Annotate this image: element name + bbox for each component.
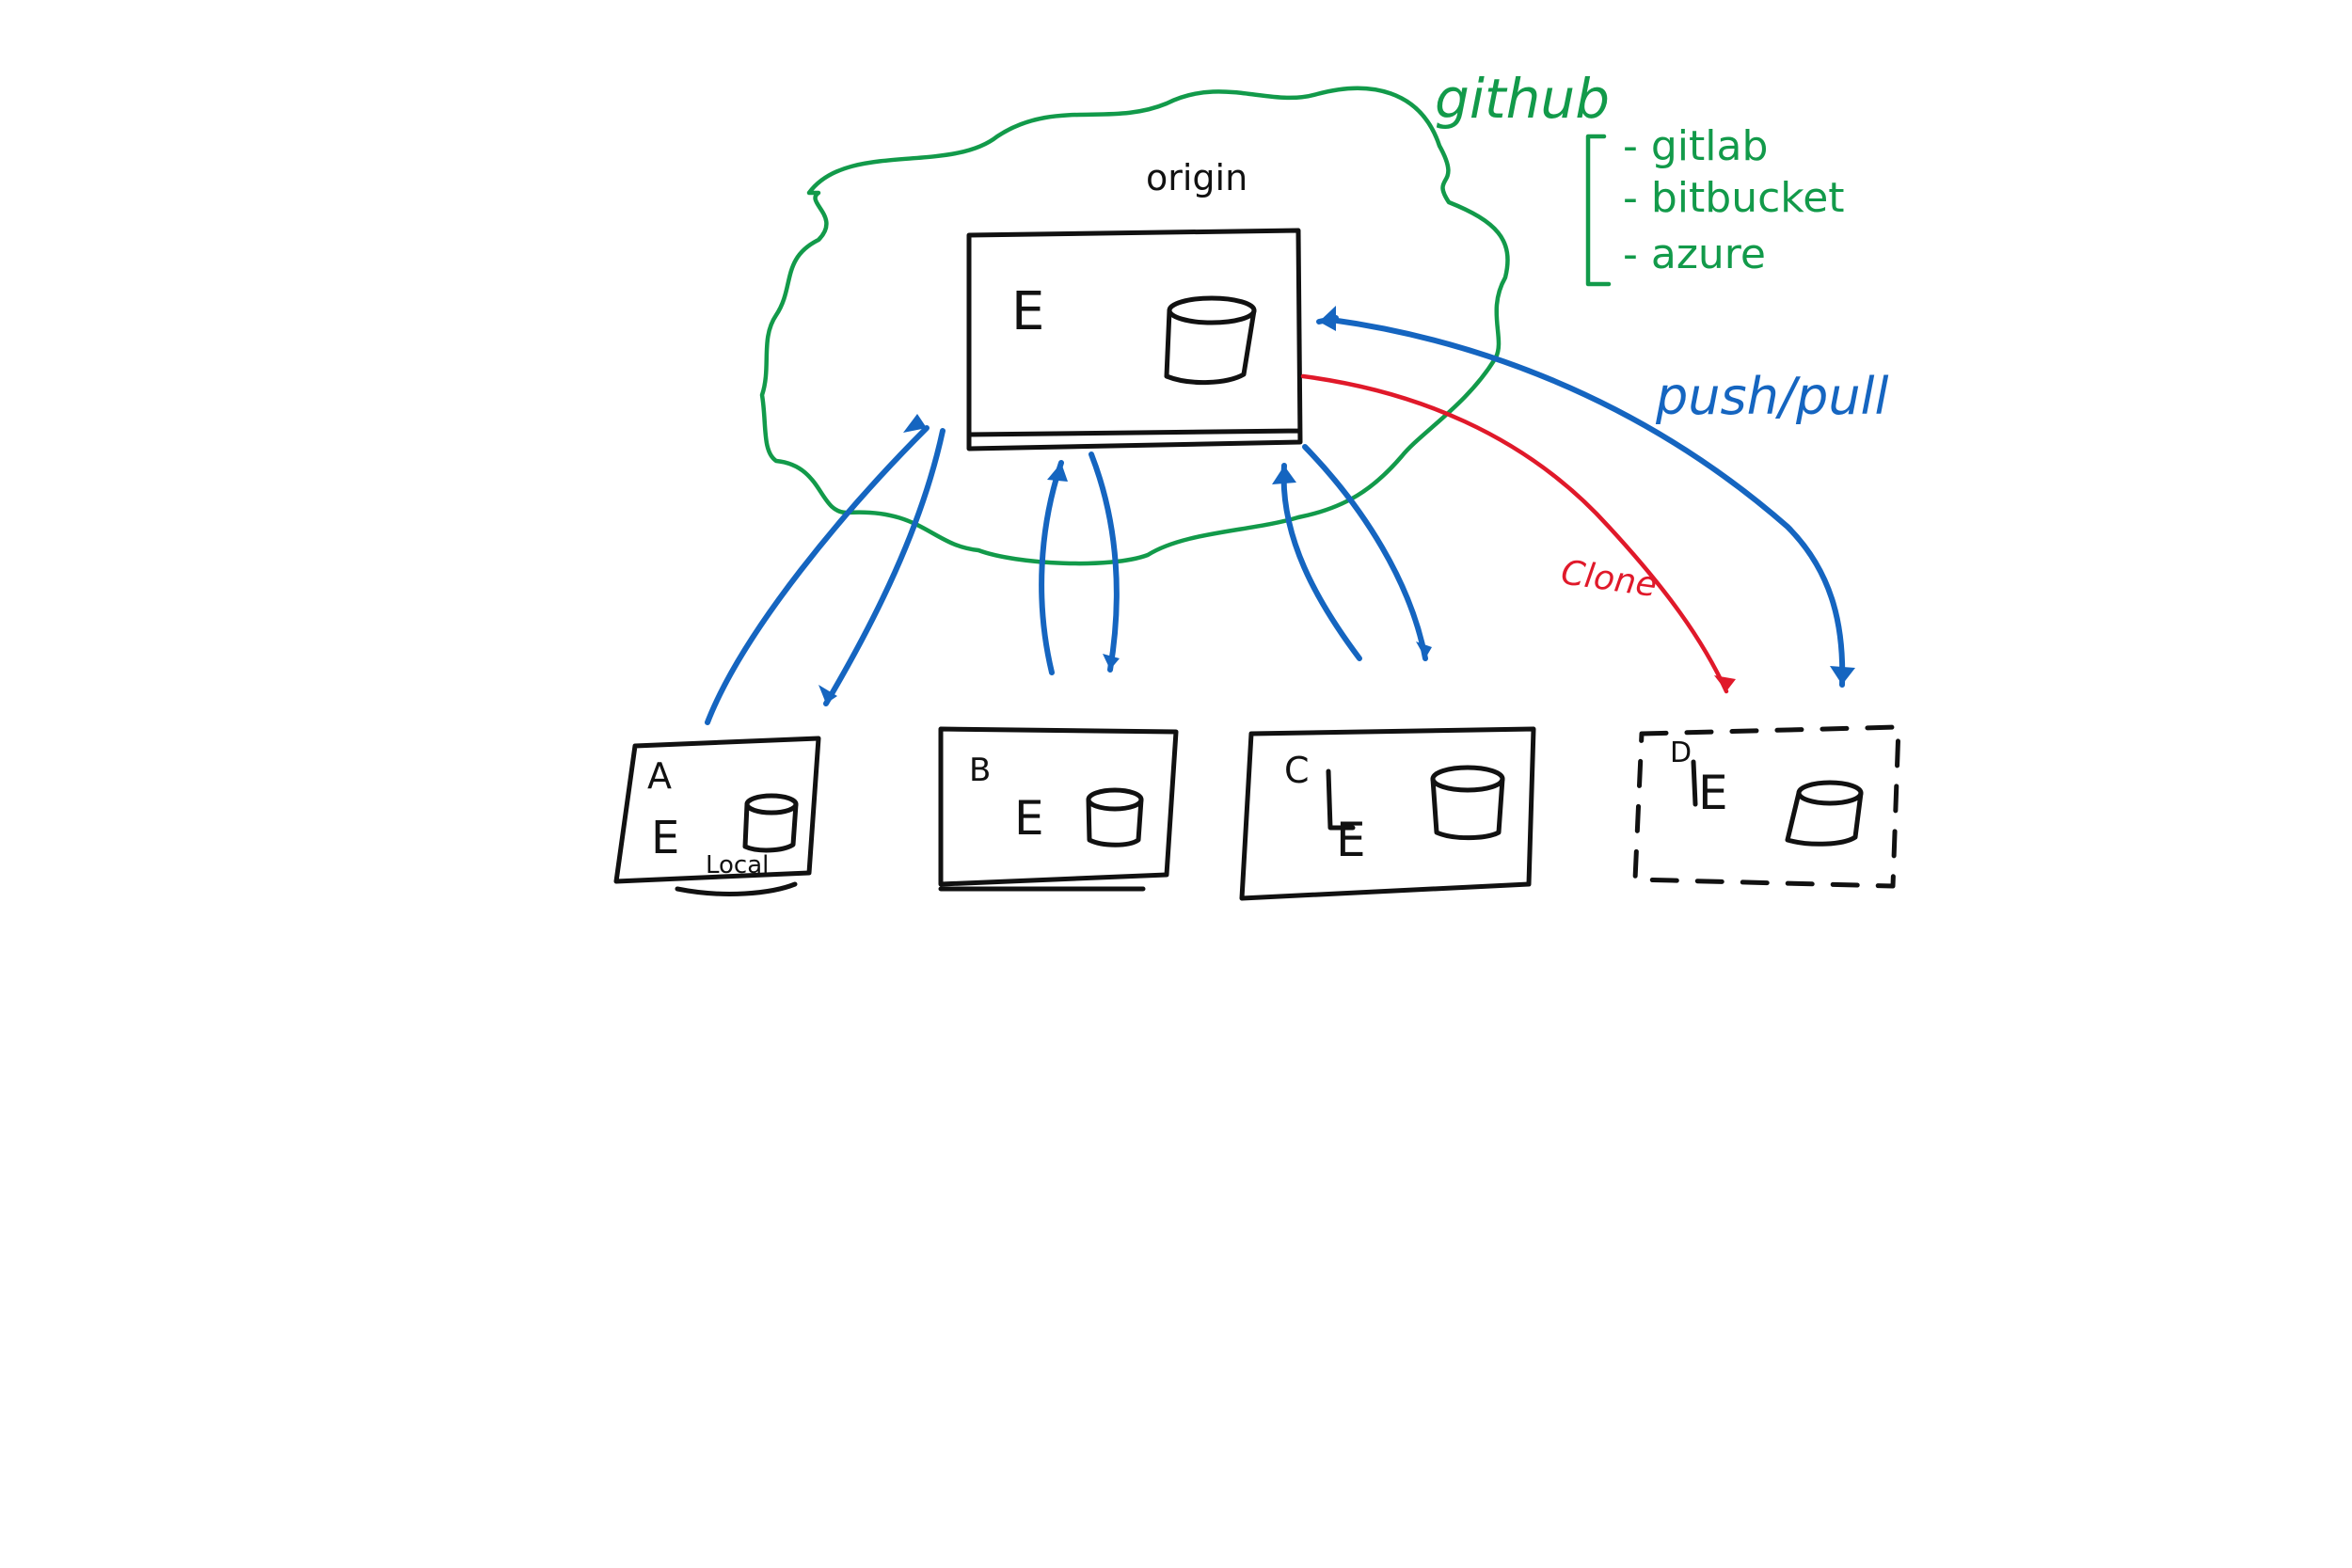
machine-a: A E Local [613, 736, 821, 896]
machine-d-id: D [1670, 736, 1692, 769]
machine-d-cursor-mark [1691, 759, 1698, 807]
machine-c-id: C [1284, 750, 1310, 791]
machine-d-editor-glyph: E [1698, 766, 1728, 820]
origin-database-icon [1164, 295, 1257, 385]
arrow-a-pull-head [818, 685, 837, 704]
arrow-b-push [1039, 460, 1064, 675]
alternative-gitlab: - gitlab [1623, 122, 1768, 170]
machine-d: D E [1632, 724, 1901, 889]
machine-b: B E [938, 726, 1179, 892]
arrow-b-pull [1089, 451, 1120, 673]
machine-d-database-icon [1785, 780, 1864, 847]
github-cloud-outline [759, 86, 1510, 566]
machine-a-editor-glyph: E [651, 812, 679, 864]
origin-editor-glyph: E [1011, 281, 1044, 342]
machine-b-editor-glyph: E [1014, 791, 1044, 846]
machine-c-editor-glyph: E [1336, 813, 1366, 867]
machine-c-database-icon [1430, 765, 1505, 841]
arrow-d-push-pull-head [1830, 666, 1855, 685]
arrow-b-pull-head [1103, 654, 1120, 670]
arrow-a-push-head [903, 414, 927, 433]
arrow-layer [705, 306, 1855, 725]
cloud-label: github [1435, 67, 1610, 131]
machine-a-id: A [647, 755, 672, 797]
alternative-bitbucket: - bitbucket [1623, 174, 1845, 222]
arrow-d-origin-head-head [1319, 306, 1336, 331]
machine-a-database-icon [742, 793, 799, 853]
machine-c: C E [1239, 726, 1536, 901]
arrow-c-push [1280, 463, 1362, 661]
machine-a-db-label: Local [706, 851, 769, 879]
arrow-a-pull [823, 428, 946, 706]
arrow-c-pull-head [1416, 641, 1432, 658]
origin-label: origin [1146, 157, 1248, 198]
clone-label: Clone [1559, 553, 1660, 605]
machine-b-database-icon [1086, 787, 1144, 847]
arrow-clone-head [1714, 675, 1736, 691]
arrow-clone [1300, 373, 1729, 694]
origin-box [966, 228, 1303, 451]
arrow-a-push [705, 425, 930, 725]
machine-b-id: B [969, 752, 991, 789]
arrow-c-pull [1302, 444, 1428, 661]
alternatives-bracket [1585, 134, 1612, 287]
arrow-d-push-pull [1328, 317, 1846, 688]
machine-c-cursor-mark [1326, 768, 1356, 831]
arrow-b-push-head [1047, 463, 1068, 482]
alternative-azure: - azure [1623, 230, 1766, 278]
push-pull-label: push/pull [1655, 367, 1889, 426]
arrow-c-push-head [1272, 466, 1296, 484]
